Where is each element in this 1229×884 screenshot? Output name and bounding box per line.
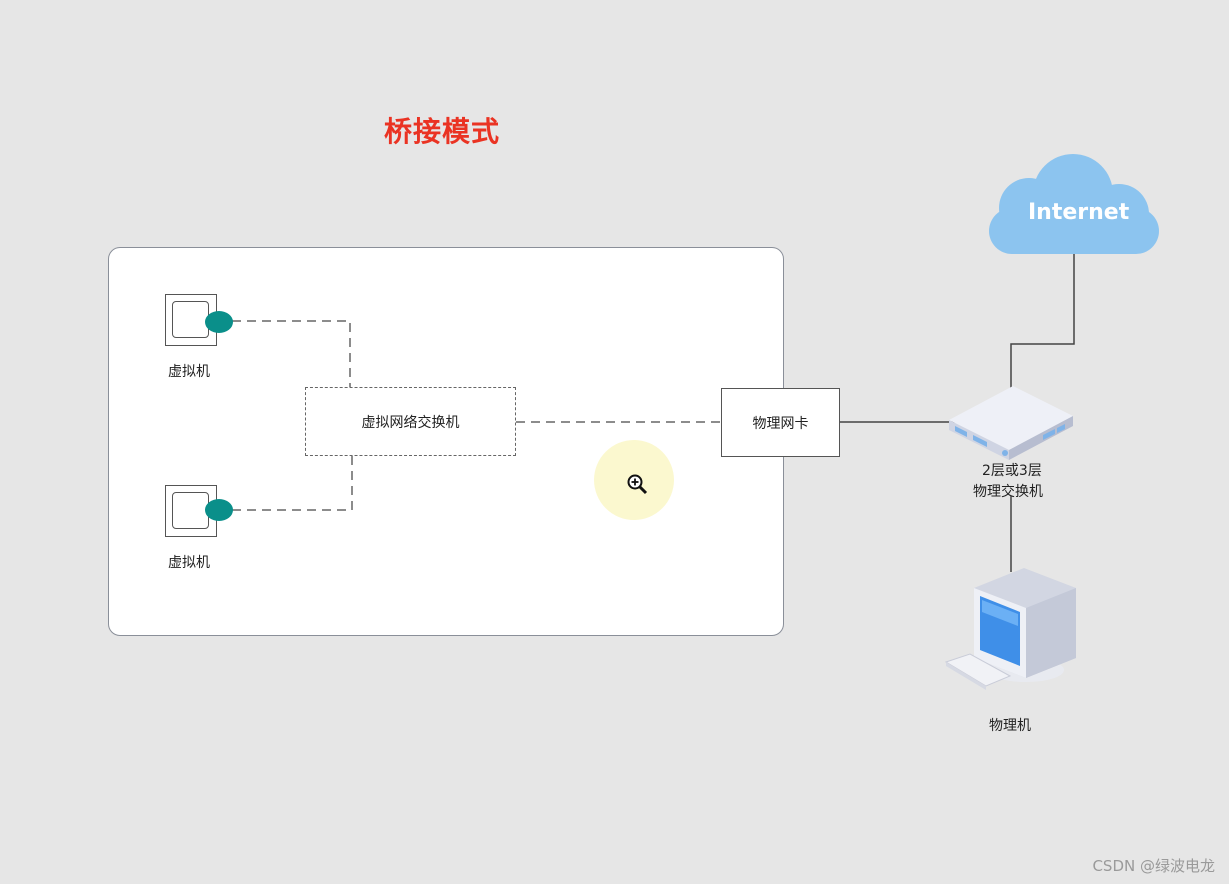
- physical-machine-label: 物理机: [989, 718, 1031, 734]
- virtual-switch-label: 虚拟网络交换机: [361, 414, 460, 431]
- vm-top-screen: [172, 301, 209, 338]
- vm-top-label: 虚拟机: [168, 364, 210, 380]
- virtual-switch-box: 虚拟网络交换机: [305, 387, 516, 456]
- watermark: CSDN @绿波电龙: [1092, 857, 1215, 875]
- vm-bottom-label: 虚拟机: [168, 555, 210, 571]
- vm-top-link: [232, 320, 351, 387]
- internet-label: Internet: [1028, 200, 1130, 225]
- internet-cloud-icon: [989, 154, 1159, 254]
- vm-bottom-nic-icon: [205, 499, 233, 521]
- physical-nic-label: 物理网卡: [752, 415, 809, 432]
- diagram-title: 桥接模式: [384, 115, 501, 148]
- physical-machine-icon: [944, 568, 1076, 690]
- physical-switch-label-line2: 物理交换机: [973, 484, 1043, 500]
- physical-switch-icon: [949, 386, 1073, 460]
- vm-bottom-link: [232, 456, 353, 511]
- vm-bottom-icon: [165, 485, 217, 537]
- vm-top-nic-icon: [205, 311, 233, 333]
- switch-internet-link: [1010, 254, 1075, 392]
- vm-bottom-screen: [172, 492, 209, 529]
- physical-nic-box: 物理网卡: [721, 388, 840, 457]
- zoom-in-cursor-icon: [627, 474, 648, 495]
- physical-switch-label-line1: 2层或3层: [982, 463, 1042, 479]
